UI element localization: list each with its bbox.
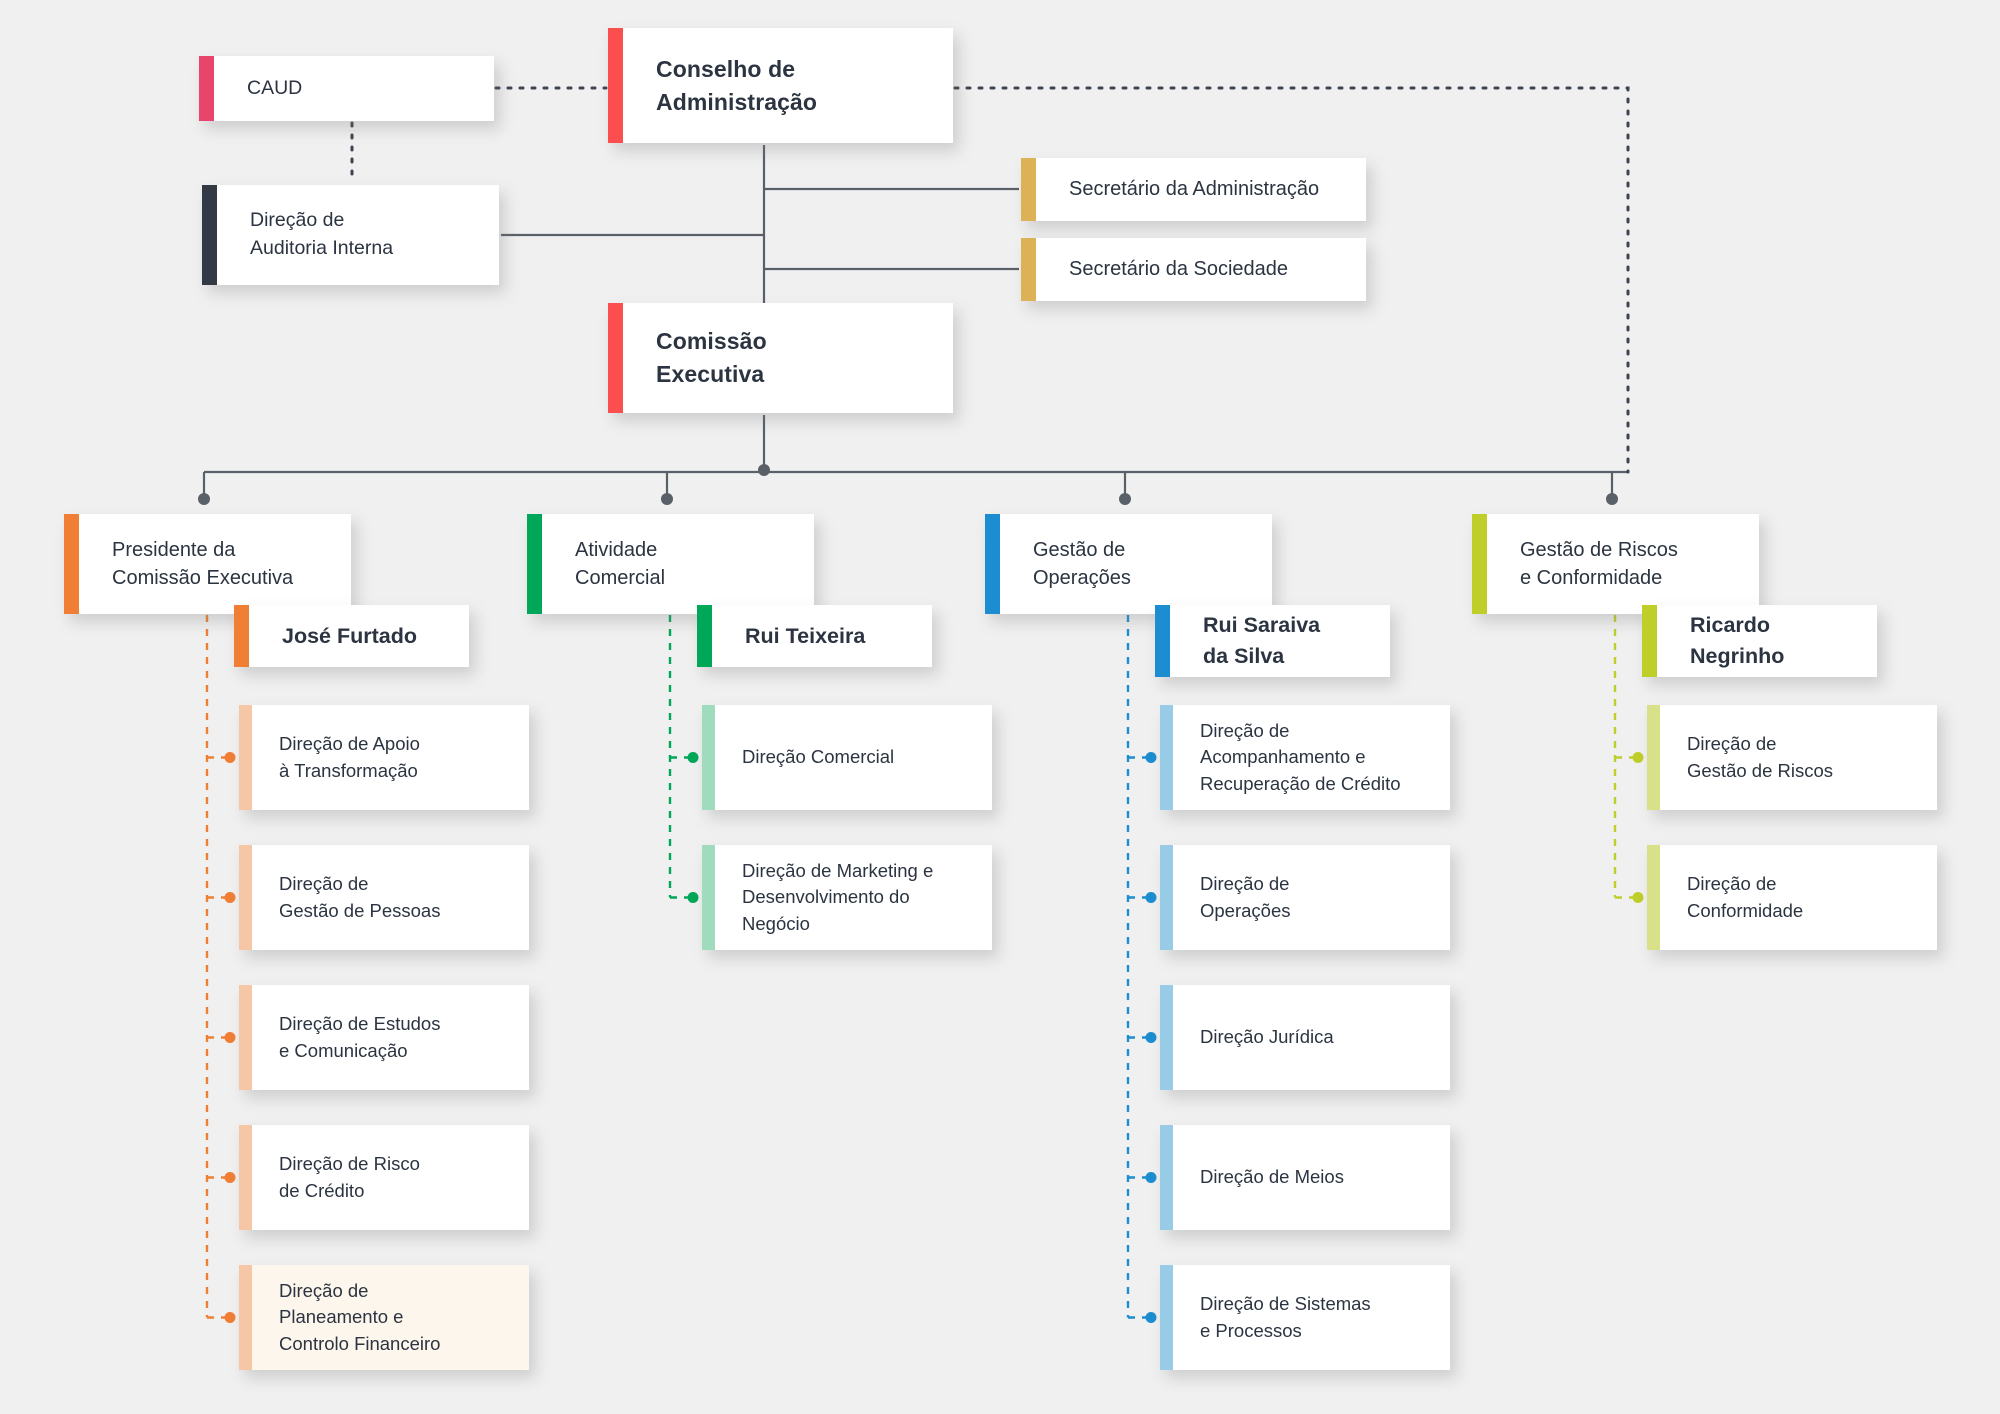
accent-bar-person-3 [1642, 605, 1657, 677]
accent-bar-leaf-2-3 [1160, 1125, 1173, 1230]
node-comissao-executiva[interactable]: Comissão Executiva [608, 303, 953, 413]
accent-bar-person-0 [234, 605, 249, 667]
node-conselho-administracao-label: Conselho de Administração [656, 55, 818, 115]
accent-bar-column-3 [1472, 514, 1487, 614]
accent-bar-column-2 [985, 514, 1000, 614]
node-conselho-administracao[interactable]: Conselho de Administração [608, 28, 953, 143]
accent-bar-leaf-0-4 [239, 1265, 252, 1370]
leaf-node-0-4[interactable]: Direção de Planeamento e Controlo Financ… [239, 1265, 529, 1370]
accent-bar-leaf-2-2 [1160, 985, 1173, 1090]
node-secretario-sociedade-label: Secretário da Sociedade [1069, 258, 1289, 281]
accent-bar-leaf-1-1 [702, 845, 715, 950]
column-person-0[interactable]: José Furtado [234, 605, 469, 667]
accent-bar-exec [608, 303, 623, 413]
accent-bar-board [608, 28, 623, 143]
accent-bar-leaf-2-0 [1160, 705, 1173, 810]
leaf-node-label-2-2: Direção Jurídica [1200, 1026, 1334, 1048]
column-person-label-0: José Furtado [282, 623, 417, 648]
leaf-node-label-2-1: Direção de Operações [1200, 873, 1291, 921]
node-secretario-sociedade[interactable]: Secretário da Sociedade [1021, 238, 1366, 301]
accent-bar-caud [199, 56, 214, 121]
leaf-node-label-0-2: Direção de Estudos e Comunicação [279, 1013, 441, 1061]
node-secretario-administracao-label: Secretário da Administração [1069, 178, 1320, 201]
accent-bar-leaf-0-2 [239, 985, 252, 1090]
leaf-node-label-0-4: Direção de Planeamento e Controlo Financ… [279, 1280, 441, 1354]
leaf-node-3-1[interactable]: Direção de Conformidade [1647, 845, 1937, 950]
column-header-label-0: Presidente da Comissão Executiva [112, 538, 294, 589]
leaf-node-label-2-4: Direção de Sistemas e Processos [1200, 1293, 1371, 1341]
column-person-label-3: Ricardo Negrinho [1690, 613, 1785, 668]
leaf-node-2-1[interactable]: Direção de Operações [1160, 845, 1450, 950]
accent-bar-leaf-3-1 [1647, 845, 1660, 950]
leaf-node-0-0[interactable]: Direção de Apoio à Transformação [239, 705, 529, 810]
node-auditoria-interna[interactable]: Direção de Auditoria Interna [202, 185, 499, 285]
accent-bar-leaf-3-0 [1647, 705, 1660, 810]
accent-bar-leaf-2-4 [1160, 1265, 1173, 1370]
column-header-label-3: Gestão de Riscos e Conformidade [1520, 538, 1678, 589]
column-header-1[interactable]: Atividade Comercial [527, 514, 814, 614]
accent-bar-leaf-0-0 [239, 705, 252, 810]
leaf-node-label-2-3: Direção de Meios [1200, 1166, 1344, 1188]
node-caud-label: CAUD [247, 76, 303, 99]
accent-bar-audit [202, 185, 217, 285]
leaf-node-0-1[interactable]: Direção de Gestão de Pessoas [239, 845, 529, 950]
accent-bar-sec0 [1021, 158, 1036, 221]
accent-bar-leaf-2-1 [1160, 845, 1173, 950]
leaf-node-label-0-3: Direção de Risco de Crédito [279, 1153, 420, 1201]
leaf-node-0-2[interactable]: Direção de Estudos e Comunicação [239, 985, 529, 1090]
accent-bar-column-1 [527, 514, 542, 614]
leaf-node-1-0[interactable]: Direção Comercial [702, 705, 992, 810]
column-person-1[interactable]: Rui Teixeira [697, 605, 932, 667]
accent-bar-column-0 [64, 514, 79, 614]
leaf-node-label-3-1: Direção de Conformidade [1687, 873, 1804, 921]
column-header-label-2: Gestão de Operações [1033, 538, 1131, 589]
leaf-node-label-0-0: Direção de Apoio à Transformação [279, 733, 420, 781]
column-header-0[interactable]: Presidente da Comissão Executiva [64, 514, 351, 614]
node-comissao-executiva-label: Comissão Executiva [656, 328, 767, 387]
accent-bar-leaf-1-0 [702, 705, 715, 810]
column-header-2[interactable]: Gestão de Operações [985, 514, 1272, 614]
column-person-label-2: Rui Saraiva da Silva [1203, 613, 1321, 668]
leaf-node-label-2-0: Direção de Acompanhamento e Recuperação … [1200, 720, 1401, 794]
node-auditoria-interna-label: Direção de Auditoria Interna [250, 209, 394, 259]
accent-bar-sec1 [1021, 238, 1036, 301]
column-person-2[interactable]: Rui Saraiva da Silva [1155, 605, 1390, 677]
leaf-node-3-0[interactable]: Direção de Gestão de Riscos [1647, 705, 1937, 810]
leaf-node-label-0-1: Direção de Gestão de Pessoas [279, 873, 441, 921]
leaf-node-2-2[interactable]: Direção Jurídica [1160, 985, 1450, 1090]
accent-bar-leaf-0-3 [239, 1125, 252, 1230]
column-person-label-1: Rui Teixeira [745, 623, 866, 648]
node-secretario-administracao[interactable]: Secretário da Administração [1021, 158, 1366, 221]
accent-bar-person-2 [1155, 605, 1170, 677]
leaf-node-2-4[interactable]: Direção de Sistemas e Processos [1160, 1265, 1450, 1370]
leaf-node-0-3[interactable]: Direção de Risco de Crédito [239, 1125, 529, 1230]
leaf-node-1-1[interactable]: Direção de Marketing e Desenvolvimento d… [702, 845, 992, 950]
node-caud[interactable]: CAUD [199, 56, 494, 121]
column-person-3[interactable]: Ricardo Negrinho [1642, 605, 1877, 677]
leaf-node-2-0[interactable]: Direção de Acompanhamento e Recuperação … [1160, 705, 1450, 810]
column-header-label-1: Atividade Comercial [575, 538, 666, 589]
leaf-node-label-1-0: Direção Comercial [742, 746, 895, 768]
accent-bar-leaf-0-1 [239, 845, 252, 950]
column-header-3[interactable]: Gestão de Riscos e Conformidade [1472, 514, 1759, 614]
leaf-node-2-3[interactable]: Direção de Meios [1160, 1125, 1450, 1230]
accent-bar-person-1 [697, 605, 712, 667]
leaf-node-label-3-0: Direção de Gestão de Riscos [1687, 733, 1834, 781]
leaf-node-label-1-1: Direção de Marketing e Desenvolvimento d… [742, 860, 934, 934]
